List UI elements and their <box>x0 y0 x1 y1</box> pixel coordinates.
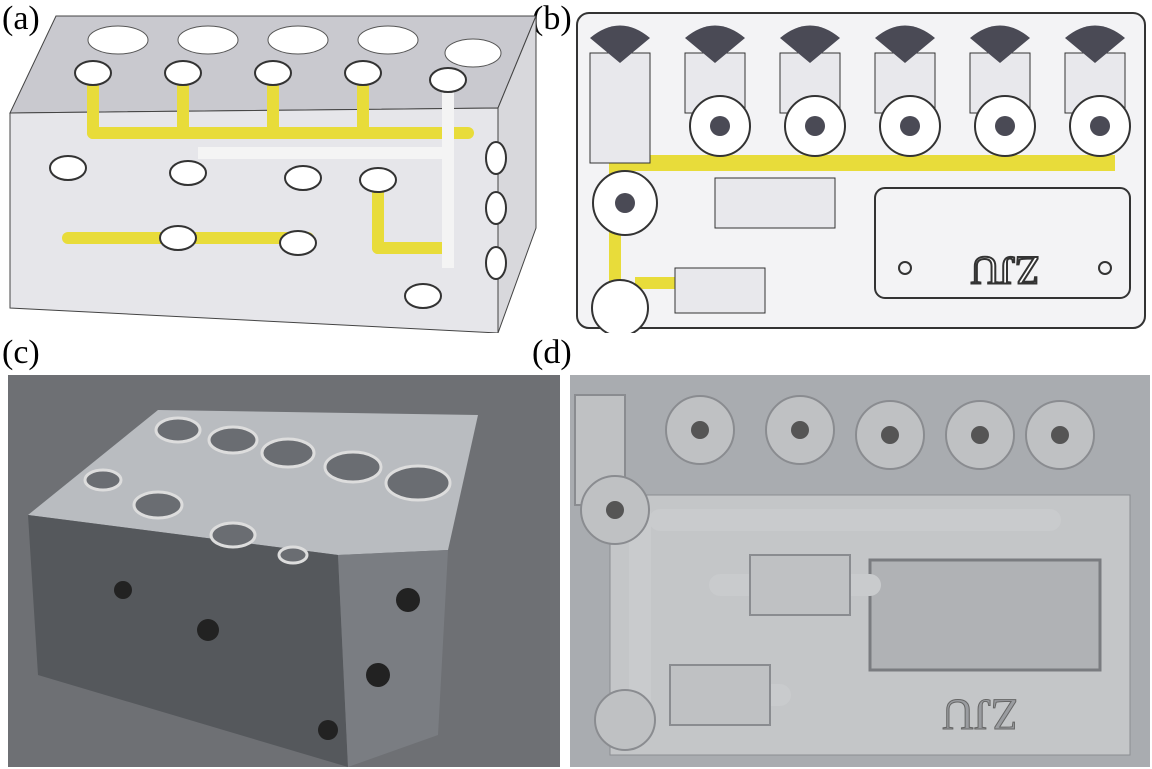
panel-a-label: (a) <box>2 0 40 37</box>
zju-logo-photo: ZJU <box>942 690 1018 739</box>
panel-b-cad-plate: ZJU <box>575 8 1150 333</box>
panel-b-label: (b) <box>532 0 572 37</box>
panel-d-label: (d) <box>532 334 572 371</box>
zju-logo: ZJU <box>970 248 1039 293</box>
panel-c-label: (c) <box>2 334 40 371</box>
panel-d-printed-manifold-photo: ZJU <box>570 375 1150 767</box>
panel-c-machined-block-photo <box>8 375 560 767</box>
panel-a-cad-block <box>8 8 538 333</box>
